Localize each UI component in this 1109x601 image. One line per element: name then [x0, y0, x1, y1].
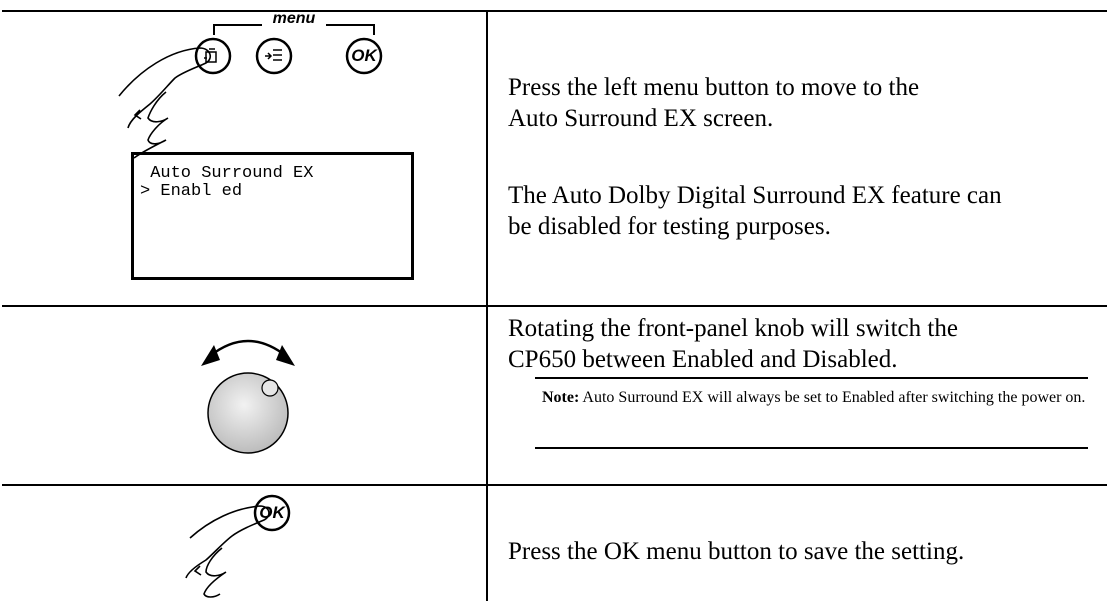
row-divider-1 — [2, 305, 1107, 307]
row-divider-2 — [2, 484, 1107, 486]
note-bottom-rule — [535, 447, 1088, 449]
instruction-text-1b: The Auto Dolby Digital Surround EX featu… — [508, 182, 1002, 240]
table-top-border — [2, 10, 1107, 12]
lcd-display: Auto Surround EX > Enabl ed — [131, 152, 414, 280]
instruction-text-3: Press the OK menu button to save the set… — [508, 538, 965, 565]
instruction-text-1a: Press the left menu button to move to th… — [508, 74, 920, 132]
note-top-rule — [535, 377, 1088, 379]
note-label: Note: — [542, 389, 580, 406]
lcd-line-2: > Enabl ed — [140, 182, 243, 201]
column-divider — [486, 10, 488, 601]
note-box: Note: Auto Surround EX will always be se… — [542, 387, 1087, 408]
menu-group-label: menu — [272, 10, 316, 27]
ok-button-label: OK — [351, 46, 377, 65]
note-text: Auto Surround EX will always be set to E… — [579, 389, 1086, 406]
ok-button-row3-label: OK — [259, 503, 285, 522]
instruction-text-2: Rotating the front-panel knob will switc… — [508, 315, 958, 373]
lcd-line-1: Auto Surround EX — [140, 164, 314, 183]
